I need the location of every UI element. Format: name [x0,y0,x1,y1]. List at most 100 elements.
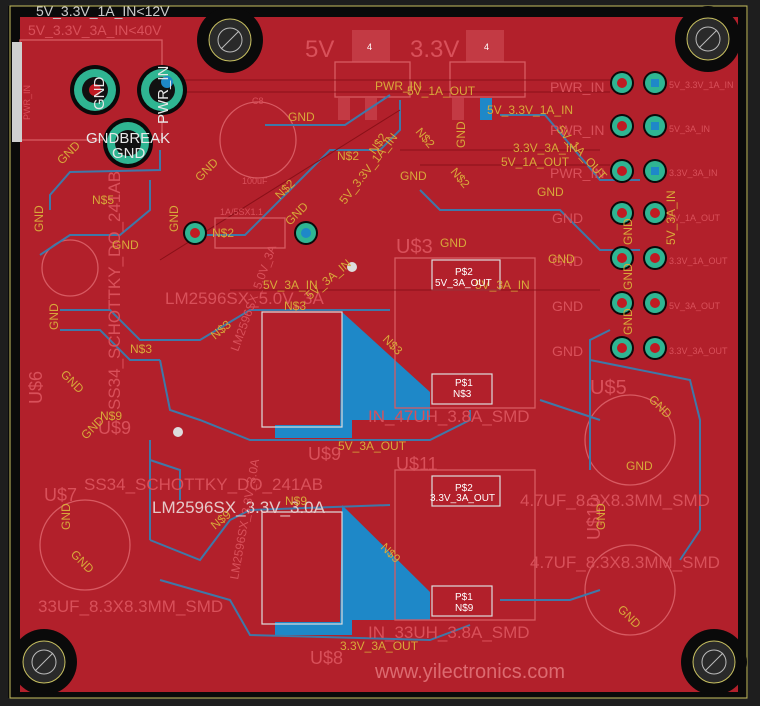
part-lm-33: LM2596SX_3.3V_3.0A [152,498,326,517]
ref-u5: U$5 [590,377,627,399]
net-label: N$3 [130,342,152,356]
fuse-pad[interactable] [183,221,207,245]
net-label: GND [621,263,635,290]
copper-area-33v [275,505,430,635]
hdr-label: GND [552,210,583,226]
board-outline [9,5,748,699]
pad-label-pwr: PWR_IN [155,66,172,124]
regulator-outline [394,469,536,621]
hdr-label: 5V_1A_OUT [669,213,721,223]
net-label: 5V_3.3V_1A_IN [487,103,573,117]
hdr-label: 3.3V_3A_IN [669,168,718,178]
ref-u11: U$11 [396,454,438,474]
net-label: GND [32,205,46,232]
trace [60,309,390,341]
hdr-label: 5V_3A_IN [669,124,710,134]
inductor-outline [261,311,343,428]
net-label: GND [537,185,564,199]
hdr-label: GND [552,298,583,314]
label-5v: 5V [305,36,334,63]
trace [60,329,160,361]
pad-p1 [431,373,493,405]
ref-u9: U$9 [98,418,131,438]
pad-label: P$1 [455,378,473,389]
via [173,427,183,437]
connector-label: PWR_IN [22,85,32,120]
smd-pad [480,98,492,120]
pad-p2 [431,475,501,507]
regulator-tab [466,30,504,62]
net-label: N$2 [337,149,359,163]
trace [589,359,701,561]
pad-label: 3.3V_3A_OUT [430,493,495,504]
pad-label: P$2 [455,483,473,494]
net-label: GND [594,503,608,530]
trace [190,100,401,236]
hdr-label: PWR_IN [550,79,604,95]
hdr-label: 3.3V_3A_OUT [669,346,728,356]
pad-label-gnd2: GND [112,145,146,162]
pad-label-gnd: GND [91,77,108,111]
pad-gnd[interactable] [70,65,120,115]
net-label: GND [440,236,467,250]
pin-number: 4 [367,42,372,52]
capacitor-outline [584,394,676,486]
net-label: GND [621,308,635,335]
ref-u6: U$6 [26,371,46,404]
via [347,262,357,272]
part-fuse: 1A/5SX1.1 [220,207,263,217]
trace [49,150,161,210]
net-label: 5V_3A_IN [664,190,678,245]
pad-p1 [431,585,493,617]
capacitor-outline [584,544,676,636]
net-label: GND [454,121,468,148]
trace [39,180,151,256]
board-title-40v: 5V_3.3V_3A_IN<40V [28,22,162,38]
net-label: GND [400,169,427,183]
part-cap-47b: 4.7UF_8.3X8.3MM_SMD [530,553,720,572]
part-lm-5v: LM2596SX_5.0V_3A [165,289,324,308]
trace [149,504,391,562]
capacitor-outline [41,239,99,297]
part-ind-33: IN_33UH_3.8A_SMD [368,623,530,642]
ref-u3: U$3 [396,236,433,258]
capacitor-outline [39,499,131,591]
net-label: 5V_3A_IN [475,278,530,292]
net-label: N$9 [285,494,307,508]
net-label: GND [59,503,73,530]
hdr-label: GND [552,343,583,359]
net-label: 5V_1A_OUT [501,155,570,169]
net-label: N$2 [212,226,234,240]
hdr-label: 5V_3.3V_1A_IN [669,80,734,90]
net-label: GND [167,205,181,232]
pad-label: 5V_3A_OUT [435,278,492,289]
regulator-tab [352,30,390,62]
trace [265,94,391,126]
part-cap-47: 4.7UF_8.3X8.3MM_SMD [520,491,710,510]
mounting-hole-icon [11,629,77,695]
net-label: GND [288,110,315,124]
part-cap-100: 100uF [242,176,268,186]
trace [159,579,471,642]
fuse-pad[interactable] [294,221,318,245]
connector-edge [12,42,22,142]
net-label: N$3 [284,299,306,313]
header-pins[interactable] [610,71,667,360]
part-schottky-2: SS34_SCHOTTKY_DO_241AB [105,171,124,410]
hdr-label: PWR_IN [550,122,604,138]
trace [149,459,181,500]
net-label: GND [47,303,61,330]
net-label: 3.3V_3A_OUT [340,639,419,653]
pad-pwr-in[interactable] [137,65,187,115]
pad-gndbreak[interactable] [103,118,153,168]
net-label: N$9 [100,409,122,423]
hdr-label: GND [552,253,583,269]
capacitor-outline [219,101,297,179]
pad-label: N$9 [455,603,474,614]
net-label: GND [112,238,139,252]
label-3v3: 3.3V [410,36,459,63]
hdr-label: 5V_3A_OUT [669,301,721,311]
ref-u8: U$8 [310,648,343,668]
